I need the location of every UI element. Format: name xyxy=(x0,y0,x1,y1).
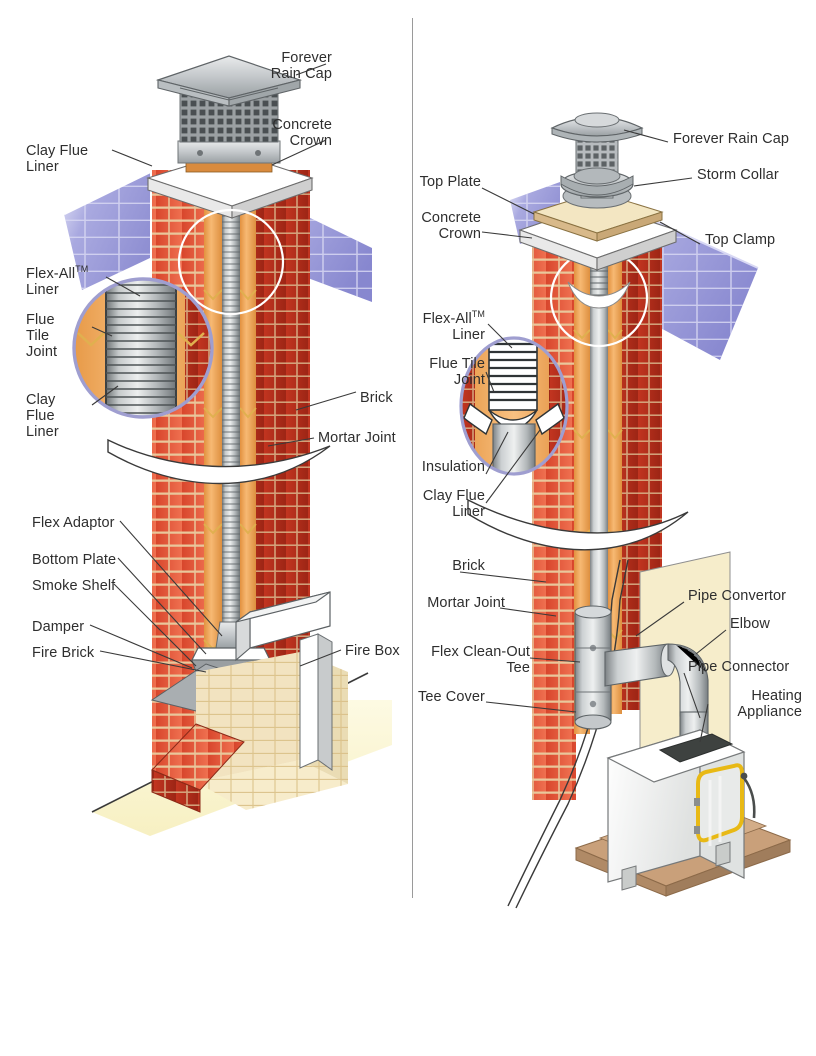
label-damper: Damper xyxy=(32,619,85,635)
label-tee-cover: Tee Cover xyxy=(418,689,485,705)
label-concrete-crown-left: Concrete Crown xyxy=(272,117,332,149)
label-top-clamp: Top Clamp xyxy=(705,232,776,248)
appliance-door xyxy=(696,763,744,846)
lintel-beam xyxy=(235,591,331,662)
right-chimney-assembly xyxy=(459,112,792,909)
label-flex-all-liner-left: Flex-AllTM Liner xyxy=(26,261,136,298)
hearth-brick-wedge xyxy=(151,723,245,813)
trademark-symbol-right: TM xyxy=(471,309,485,319)
label-flex-adaptor: Flex Adaptor xyxy=(32,515,115,531)
label-fire-brick: Fire Brick xyxy=(32,645,95,661)
roof-left xyxy=(63,170,151,290)
flex-all-liner-left xyxy=(222,180,240,630)
magnified-inset-left xyxy=(72,277,214,419)
panel-divider xyxy=(412,18,413,898)
forever-rain-cap-right xyxy=(550,112,644,185)
heating-appliance xyxy=(606,729,756,891)
label-insulation: Insulation xyxy=(421,459,485,475)
label-flex-all-liner-right-text: Flex-All xyxy=(422,310,472,327)
label-flue-tile-joint-left: Flue Tile Joint xyxy=(26,312,58,360)
label-flex-all-liner-left-text: Flex-All xyxy=(26,265,76,282)
label-forever-rain-cap-left: Forever Rain Cap xyxy=(270,50,332,82)
label-brick-left: Brick xyxy=(360,390,393,406)
label-flex-all-liner-right: Flex-AllTM Liner xyxy=(419,306,485,343)
left-chimney-assembly xyxy=(63,55,392,836)
label-clay-flue-liner-top-left: Clay Flue Liner xyxy=(26,143,89,175)
label-flue-tile-joint-right: Flue Tile Joint xyxy=(429,356,485,388)
tee-cover-cap xyxy=(574,714,612,730)
label-heating-appliance: Heating Appliance xyxy=(737,688,802,720)
label-fire-box: Fire Box xyxy=(345,643,400,659)
leader-lines xyxy=(89,63,727,743)
label-pipe-convertor: Pipe Convertor xyxy=(688,588,787,604)
magnified-inset-right xyxy=(459,336,569,476)
firebox-front-jamb xyxy=(299,633,333,771)
label-forever-rain-cap-right: Forever Rain Cap xyxy=(673,131,790,147)
forever-rain-cap-left xyxy=(155,55,303,173)
label-flex-all-liner-left-line2: Liner xyxy=(26,281,59,298)
label-flex-all-liner-right-line2: Liner xyxy=(452,326,485,343)
label-clay-flue-liner-right: Clay Flue Liner xyxy=(422,488,485,520)
clay-flue-liner-left xyxy=(203,178,257,738)
label-flex-clean-out-tee: Flex Clean-Out Tee xyxy=(431,644,530,676)
trademark-symbol: TM xyxy=(75,264,89,274)
label-pipe-connector: Pipe Connector xyxy=(688,659,790,675)
label-storm-collar: Storm Collar xyxy=(697,167,779,183)
insulated-liner-right xyxy=(590,236,608,656)
label-smoke-shelf: Smoke Shelf xyxy=(32,578,116,594)
label-concrete-crown-right: Concrete Crown xyxy=(421,210,481,242)
label-mortar-joint-left: Mortar Joint xyxy=(318,430,396,446)
label-top-plate: Top Plate xyxy=(419,174,481,190)
label-bottom-plate: Bottom Plate xyxy=(32,552,117,568)
label-clay-flue-liner-inset-left: Clay Flue Liner xyxy=(26,392,59,440)
label-mortar-joint-right: Mortar Joint xyxy=(427,595,505,611)
label-brick-right: Brick xyxy=(452,558,485,574)
label-elbow: Elbow xyxy=(730,616,770,632)
